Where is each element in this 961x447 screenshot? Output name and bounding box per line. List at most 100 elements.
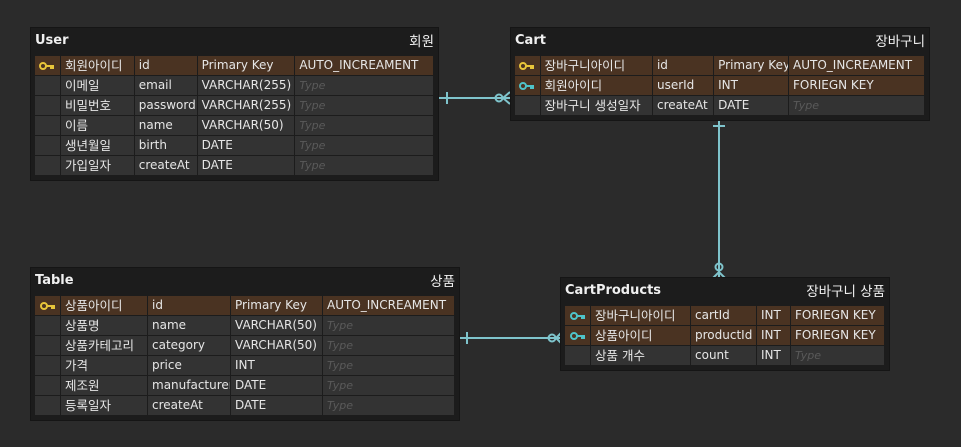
column-field-name[interactable]: count: [691, 346, 757, 366]
column-type[interactable]: Type: [295, 156, 434, 176]
column-label-kr[interactable]: 회원아이디: [60, 56, 135, 76]
column-label-kr[interactable]: 상품 개수: [591, 346, 691, 366]
column-type[interactable]: FORIEGN KEY: [789, 76, 926, 96]
column-datatype[interactable]: Primary Key: [714, 56, 790, 76]
column-type[interactable]: AUTO_INCREAMENT: [789, 56, 926, 76]
column-type[interactable]: Type: [295, 116, 434, 136]
column-datatype[interactable]: INT: [757, 326, 791, 346]
column-datatype[interactable]: DATE: [714, 96, 790, 116]
column-field-name[interactable]: id: [652, 56, 715, 76]
column-datatype[interactable]: VARCHAR(50): [231, 336, 323, 356]
column-field-name[interactable]: id: [148, 296, 231, 316]
column-label-kr[interactable]: 장바구니아이디: [591, 306, 691, 326]
column-datatype[interactable]: DATE: [231, 396, 323, 416]
column-datatype[interactable]: INT: [714, 76, 790, 96]
column-field-name[interactable]: createAt: [148, 396, 231, 416]
column-datatype[interactable]: Primary Key: [231, 296, 323, 316]
column-type[interactable]: FORIEGN KEY: [791, 306, 885, 326]
column-datatype[interactable]: INT: [231, 356, 323, 376]
column-field-name[interactable]: name: [134, 116, 198, 136]
column-datatype[interactable]: INT: [757, 306, 791, 326]
column-type[interactable]: Type: [295, 76, 434, 96]
column-type[interactable]: Type: [323, 376, 455, 396]
key-cell: [35, 396, 61, 416]
column-type[interactable]: FORIEGN KEY: [791, 326, 885, 346]
column-datatype[interactable]: INT: [757, 346, 791, 366]
column-type[interactable]: Type: [323, 316, 455, 336]
column-label-kr[interactable]: 상품카테고리: [61, 336, 148, 356]
column-type[interactable]: Type: [323, 336, 455, 356]
column-datatype[interactable]: DATE: [231, 376, 323, 396]
column-field-name[interactable]: category: [148, 336, 231, 356]
column-type[interactable]: AUTO_INCREAMENT: [295, 56, 434, 76]
column-label-kr[interactable]: 생년월일: [60, 136, 135, 156]
column-type[interactable]: Type: [789, 96, 926, 116]
key-cell: [35, 56, 61, 76]
column-field-name[interactable]: email: [134, 76, 198, 96]
column-type[interactable]: Type: [295, 136, 434, 156]
column-datatype[interactable]: VARCHAR(50): [231, 316, 323, 336]
column-datatype[interactable]: VARCHAR(50): [197, 116, 296, 136]
column-label-kr[interactable]: 비밀번호: [60, 96, 135, 116]
column-label-kr[interactable]: 회원아이디: [540, 76, 653, 96]
column-type[interactable]: Type: [323, 396, 455, 416]
column-label-kr[interactable]: 등록일자: [61, 396, 148, 416]
column-datatype[interactable]: VARCHAR(255): [197, 96, 296, 116]
column-label-kr[interactable]: 장바구니 생성일자: [540, 96, 653, 116]
column-label-kr[interactable]: 제조원: [61, 376, 148, 396]
column-label-kr[interactable]: 상품아이디: [591, 326, 691, 346]
column-label-kr[interactable]: 장바구니아이디: [540, 56, 653, 76]
column-type[interactable]: Type: [295, 96, 434, 116]
column-type[interactable]: Type: [323, 356, 455, 376]
column-field-name[interactable]: userId: [652, 76, 715, 96]
column-field-name[interactable]: cartId: [691, 306, 757, 326]
column-field-name[interactable]: createAt: [652, 96, 715, 116]
column-field-name[interactable]: password: [134, 96, 198, 116]
column-datatype[interactable]: Primary Key: [197, 56, 296, 76]
column-label-kr[interactable]: 상품아이디: [61, 296, 148, 316]
column-field-name[interactable]: createAt: [134, 156, 198, 176]
column-field-name[interactable]: birth: [134, 136, 198, 156]
column-field-name[interactable]: price: [148, 356, 231, 376]
column-datatype[interactable]: DATE: [197, 156, 296, 176]
column-field-name[interactable]: manufacturer: [148, 376, 231, 396]
column-label-kr[interactable]: 이메일: [60, 76, 135, 96]
column-type[interactable]: Type: [791, 346, 885, 366]
column-field-name[interactable]: productId: [691, 326, 757, 346]
column-label-kr[interactable]: 가입일자: [60, 156, 135, 176]
column-field-name[interactable]: name: [148, 316, 231, 336]
column-label-kr[interactable]: 이름: [60, 116, 135, 136]
column-type[interactable]: AUTO_INCREAMENT: [323, 296, 455, 316]
column-label-kr[interactable]: 상품명: [61, 316, 148, 336]
column-datatype[interactable]: VARCHAR(255): [197, 76, 296, 96]
column-datatype[interactable]: DATE: [197, 136, 296, 156]
column-field-name[interactable]: id: [134, 56, 198, 76]
column-label-kr[interactable]: 가격: [61, 356, 148, 376]
